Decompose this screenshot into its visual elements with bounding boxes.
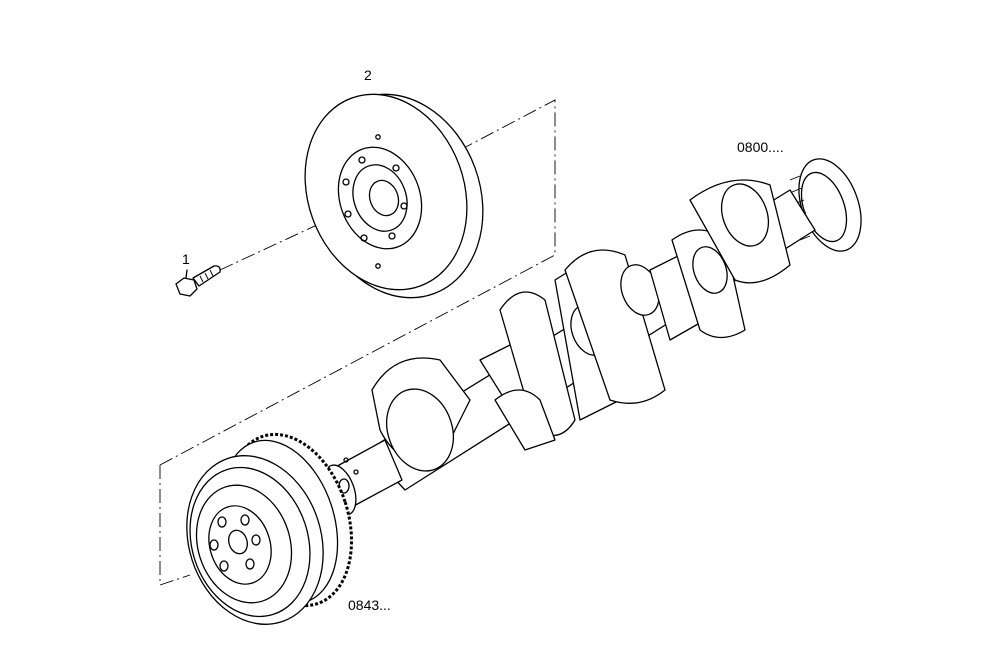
callout-crankshaft-ref: 0800.... [737, 139, 784, 155]
callout-bolt: 1 [182, 251, 190, 267]
callout-damper-ref: 0843... [348, 597, 391, 613]
bolt [175, 265, 221, 297]
callout-flywheel: 2 [364, 67, 372, 83]
vibration-damper [186, 432, 354, 625]
crankshaft [323, 158, 862, 516]
flywheel [304, 93, 484, 299]
